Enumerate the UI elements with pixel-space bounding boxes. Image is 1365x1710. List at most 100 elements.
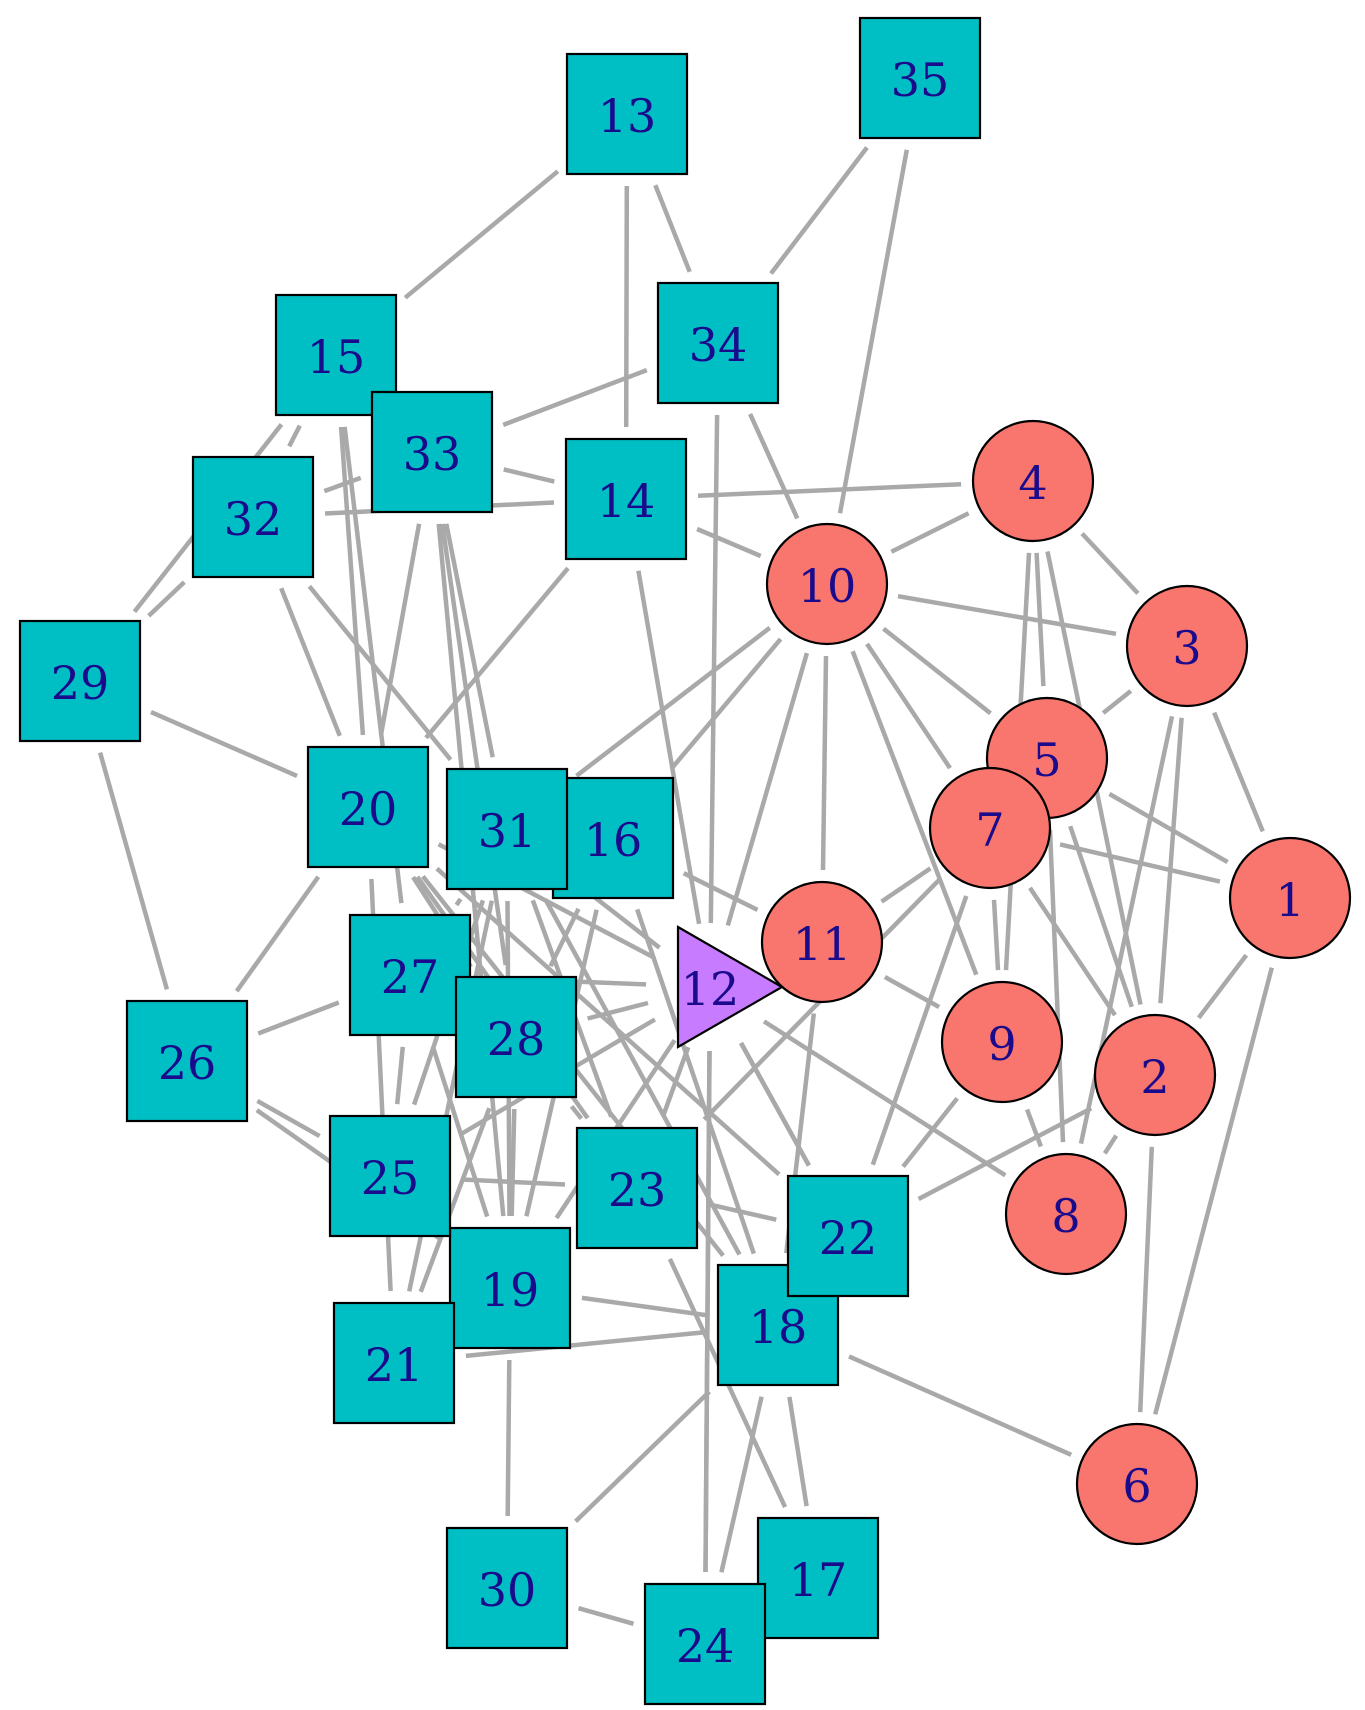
node-26-label: 26 bbox=[158, 1036, 217, 1090]
node-28: 28 bbox=[454, 975, 578, 1099]
edge-34-35 bbox=[769, 146, 869, 275]
node-2-label: 2 bbox=[1140, 1050, 1169, 1104]
node-3: 3 bbox=[1125, 584, 1249, 708]
node-30: 30 bbox=[445, 1526, 569, 1650]
node-23-label: 23 bbox=[608, 1163, 667, 1217]
edge-7-22 bbox=[870, 895, 969, 1166]
node-10-circle bbox=[765, 522, 889, 646]
edge-24-12 bbox=[703, 1050, 712, 1573]
node-14-square bbox=[564, 437, 688, 561]
node-18-label: 18 bbox=[749, 1300, 808, 1354]
node-7-circle bbox=[928, 766, 1052, 890]
node-4-circle bbox=[971, 419, 1095, 543]
edge-25-28 bbox=[450, 1104, 456, 1109]
node-17: 17 bbox=[756, 1516, 880, 1640]
edge-16-18 bbox=[635, 908, 756, 1255]
node-30-label: 30 bbox=[478, 1563, 537, 1617]
node-13: 13 bbox=[565, 52, 689, 176]
node-21-label: 21 bbox=[365, 1338, 424, 1392]
edge-26-20 bbox=[234, 875, 321, 993]
edge-13-34 bbox=[653, 184, 692, 273]
node-27-square bbox=[348, 913, 472, 1037]
edge-27-31 bbox=[454, 897, 463, 907]
node-33-square bbox=[370, 390, 494, 514]
node-24: 24 bbox=[643, 1582, 767, 1706]
node-3-circle bbox=[1125, 584, 1249, 708]
node-15-square bbox=[274, 293, 398, 417]
node-9-circle bbox=[940, 980, 1064, 1104]
node-11: 11 bbox=[760, 880, 884, 1004]
edge-25-27 bbox=[394, 1046, 406, 1105]
node-19-square bbox=[448, 1226, 572, 1350]
node-31: 31 bbox=[445, 767, 569, 891]
edge-18-19 bbox=[581, 1295, 707, 1318]
node-12: 12 bbox=[676, 925, 785, 1049]
edge-10-14 bbox=[696, 526, 762, 559]
edge-10-12 bbox=[725, 652, 810, 927]
edge-14-33 bbox=[503, 467, 555, 484]
node-25-square bbox=[328, 1114, 452, 1238]
node-20-square bbox=[306, 745, 430, 869]
node-2-circle bbox=[1093, 1013, 1217, 1137]
node-1: 1 bbox=[1228, 836, 1352, 960]
node-7-label: 7 bbox=[975, 803, 1004, 857]
node-10-label: 10 bbox=[798, 559, 857, 613]
edge-2-7 bbox=[1028, 886, 1117, 1017]
edge-5-8 bbox=[1047, 829, 1066, 1143]
edge-31-32 bbox=[307, 584, 453, 762]
edge-33-34 bbox=[502, 367, 648, 428]
edge-25-26 bbox=[256, 1098, 321, 1139]
edge-9-11 bbox=[883, 975, 941, 1009]
node-13-square bbox=[565, 52, 689, 176]
node-16-square bbox=[551, 776, 675, 900]
node-6-label: 6 bbox=[1122, 1459, 1151, 1513]
edge-3-4 bbox=[1080, 532, 1140, 595]
node-14-label: 14 bbox=[597, 474, 656, 528]
node-20-label: 20 bbox=[339, 782, 398, 836]
edge-7-9 bbox=[991, 899, 1001, 971]
node-26: 26 bbox=[125, 999, 249, 1123]
edge-18-6 bbox=[848, 1354, 1073, 1457]
edge-10-34 bbox=[748, 412, 800, 520]
edge-9-8 bbox=[1024, 1108, 1044, 1148]
node-14: 14 bbox=[564, 437, 688, 561]
node-8-circle bbox=[1004, 1152, 1128, 1276]
node-22-label: 22 bbox=[819, 1211, 878, 1265]
node-31-square bbox=[445, 767, 569, 891]
node-22: 22 bbox=[786, 1174, 910, 1298]
node-11-circle bbox=[760, 880, 884, 1004]
edge-18-17 bbox=[787, 1396, 809, 1507]
edge-26-29 bbox=[97, 751, 170, 991]
node-29-label: 29 bbox=[51, 656, 110, 710]
edge-28-33 bbox=[440, 523, 508, 966]
node-32: 32 bbox=[191, 455, 315, 579]
edge-20-33 bbox=[378, 523, 422, 736]
node-33: 33 bbox=[370, 390, 494, 514]
node-6: 6 bbox=[1075, 1422, 1199, 1546]
edge-18-30 bbox=[574, 1389, 711, 1524]
edge-2-6 bbox=[1137, 1146, 1155, 1413]
node-13-label: 13 bbox=[598, 89, 657, 143]
node-16: 16 bbox=[551, 776, 675, 900]
node-17-label: 17 bbox=[789, 1553, 848, 1607]
node-27: 27 bbox=[348, 913, 472, 1037]
node-4-label: 4 bbox=[1018, 456, 1047, 510]
node-10: 10 bbox=[765, 522, 889, 646]
edge-7-11 bbox=[880, 866, 932, 904]
edge-3-5 bbox=[1101, 689, 1133, 715]
edge-2-8 bbox=[1102, 1134, 1119, 1155]
node-35: 35 bbox=[858, 16, 982, 140]
edge-14-20 bbox=[424, 566, 570, 740]
edge-4-10 bbox=[890, 511, 970, 554]
node-6-circle bbox=[1075, 1422, 1199, 1546]
edge-22-23 bbox=[708, 1202, 777, 1222]
edge-23-28 bbox=[569, 1104, 584, 1121]
edge-12-14 bbox=[636, 570, 702, 925]
node-34: 34 bbox=[656, 281, 780, 405]
edge-9-22 bbox=[901, 1097, 959, 1168]
node-24-label: 24 bbox=[676, 1619, 735, 1673]
node-28-square bbox=[454, 975, 578, 1099]
edge-15-32 bbox=[287, 424, 302, 448]
edge-13-15 bbox=[403, 169, 560, 300]
